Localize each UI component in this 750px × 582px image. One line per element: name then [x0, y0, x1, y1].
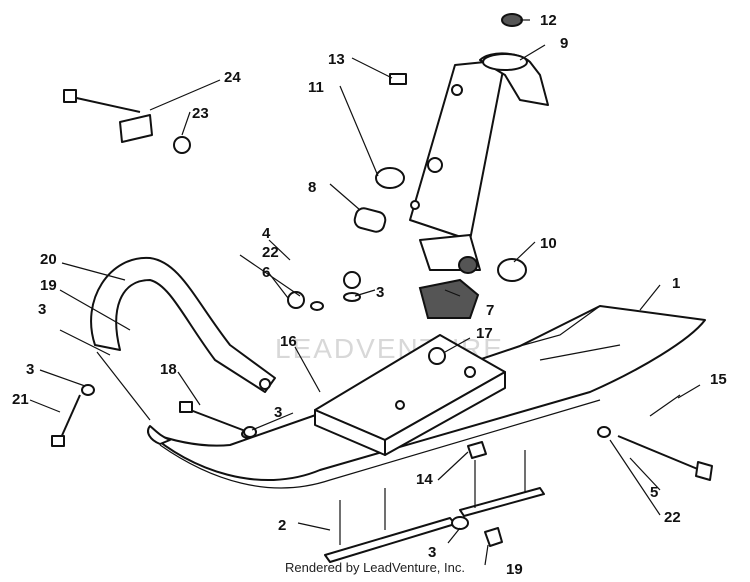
callout-2: 2	[278, 517, 286, 534]
pin-15-part	[649, 394, 681, 417]
bolt-21-part	[51, 394, 81, 447]
callout-19-left: 19	[40, 277, 57, 294]
callout-labels: 1 2 3 3 3 3 3 4 5 6 7 8 9 10 11 12 13 14…	[12, 12, 727, 578]
bushing-8-part	[353, 207, 387, 233]
nut-19-bottom-part	[451, 516, 503, 547]
callout-6: 6	[262, 264, 270, 281]
callout-19-bottom: 19	[506, 561, 523, 578]
washer-3-left-part	[81, 384, 95, 396]
callout-3-left: 3	[26, 361, 34, 378]
bolt-24-part	[63, 89, 141, 113]
nut-6-part	[287, 291, 324, 311]
callout-7: 7	[486, 302, 494, 319]
callout-21: 21	[12, 391, 29, 408]
callout-3-bottom: 3	[428, 544, 436, 561]
callout-22-upper: 22	[262, 244, 279, 261]
callout-4: 4	[262, 225, 271, 242]
callout-22-lower: 22	[664, 509, 681, 526]
cap-12-part	[501, 13, 523, 27]
callout-11: 11	[308, 79, 324, 96]
callout-10: 10	[540, 235, 557, 252]
callout-18: 18	[160, 361, 177, 378]
bolt-5-part	[597, 426, 713, 481]
callout-13: 13	[328, 51, 345, 68]
callout-9: 9	[560, 35, 568, 52]
grease-fitting-13-part	[389, 73, 407, 85]
callout-17: 17	[476, 325, 493, 342]
spindle-part	[409, 52, 549, 271]
callout-15: 15	[710, 371, 727, 388]
ski-saddle-part	[314, 334, 506, 456]
callout-14: 14	[416, 471, 433, 488]
callout-20: 20	[40, 251, 57, 268]
callout-24: 24	[224, 69, 241, 86]
washer-17-part	[428, 347, 446, 365]
callout-16: 16	[280, 333, 297, 350]
bushing-11-part	[375, 167, 405, 189]
callout-3-lower: 3	[274, 404, 282, 421]
leader-lines	[29, 19, 701, 566]
bushing-10-part	[458, 256, 527, 282]
callout-3-center: 3	[376, 284, 384, 301]
render-credit: Rendered by LeadVenture, Inc.	[285, 560, 465, 575]
ski-loop-handle-part	[90, 256, 276, 393]
nut-14-part	[467, 441, 487, 459]
callout-12: 12	[540, 12, 557, 29]
clip-23-part	[119, 114, 191, 154]
callout-23: 23	[192, 105, 209, 122]
callout-1: 1	[672, 275, 680, 292]
callout-5: 5	[650, 484, 658, 501]
bolt-18-part	[179, 401, 255, 439]
callout-8: 8	[308, 179, 316, 196]
callout-3-upper-left: 3	[38, 301, 46, 318]
nut-4-part	[343, 271, 361, 302]
block-7-part	[418, 278, 480, 319]
